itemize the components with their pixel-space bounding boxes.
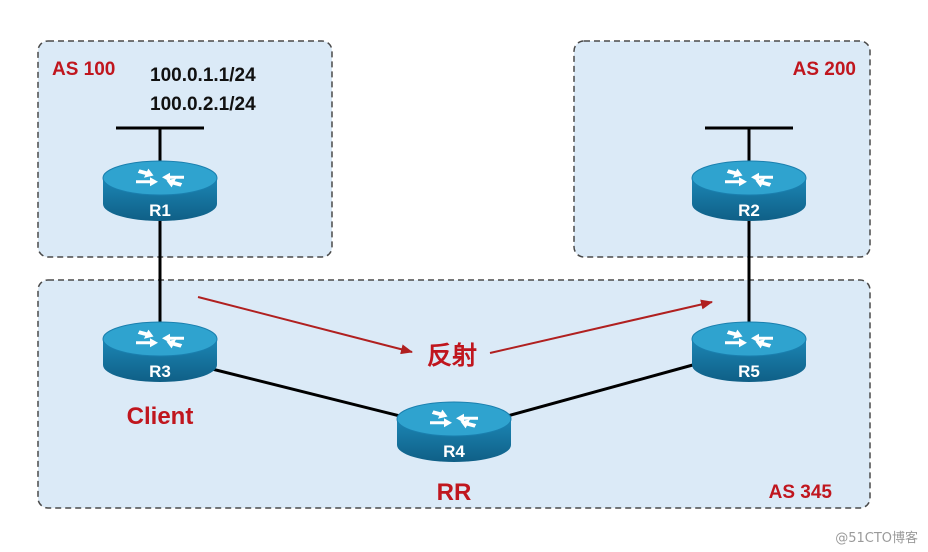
link-r4-r5	[499, 361, 701, 420]
router-r4-name: R4	[443, 442, 465, 461]
reflection-arrow-out	[489, 299, 713, 354]
as345-area	[37, 279, 871, 509]
router-r1: R1	[102, 160, 218, 221]
as100-prefix-2: 100.0.2.1/24	[150, 94, 256, 115]
router-r2-name: R2	[738, 201, 760, 220]
watermark: @51CTO博客	[835, 530, 918, 546]
as100-label: AS 100	[52, 59, 115, 80]
router-r1-name: R1	[149, 201, 171, 220]
router-r3: R3	[102, 321, 218, 382]
reflection-arrow-in	[197, 296, 413, 355]
router-r3-name: R3	[149, 362, 171, 381]
router-r5-name: R5	[738, 362, 760, 381]
router-r2: R2	[691, 160, 807, 221]
as345-label: AS 345	[769, 482, 833, 503]
link-r3-r4	[207, 366, 409, 420]
router-r4: R4	[396, 401, 512, 462]
as200-label: AS 200	[793, 59, 856, 80]
reflection-label: 反射	[427, 342, 477, 370]
r4-role-label: RR	[437, 479, 472, 506]
r3-role-label: Client	[127, 403, 194, 430]
router-r5: R5	[691, 321, 807, 382]
as100-prefix-1: 100.0.1.1/24	[150, 65, 256, 86]
